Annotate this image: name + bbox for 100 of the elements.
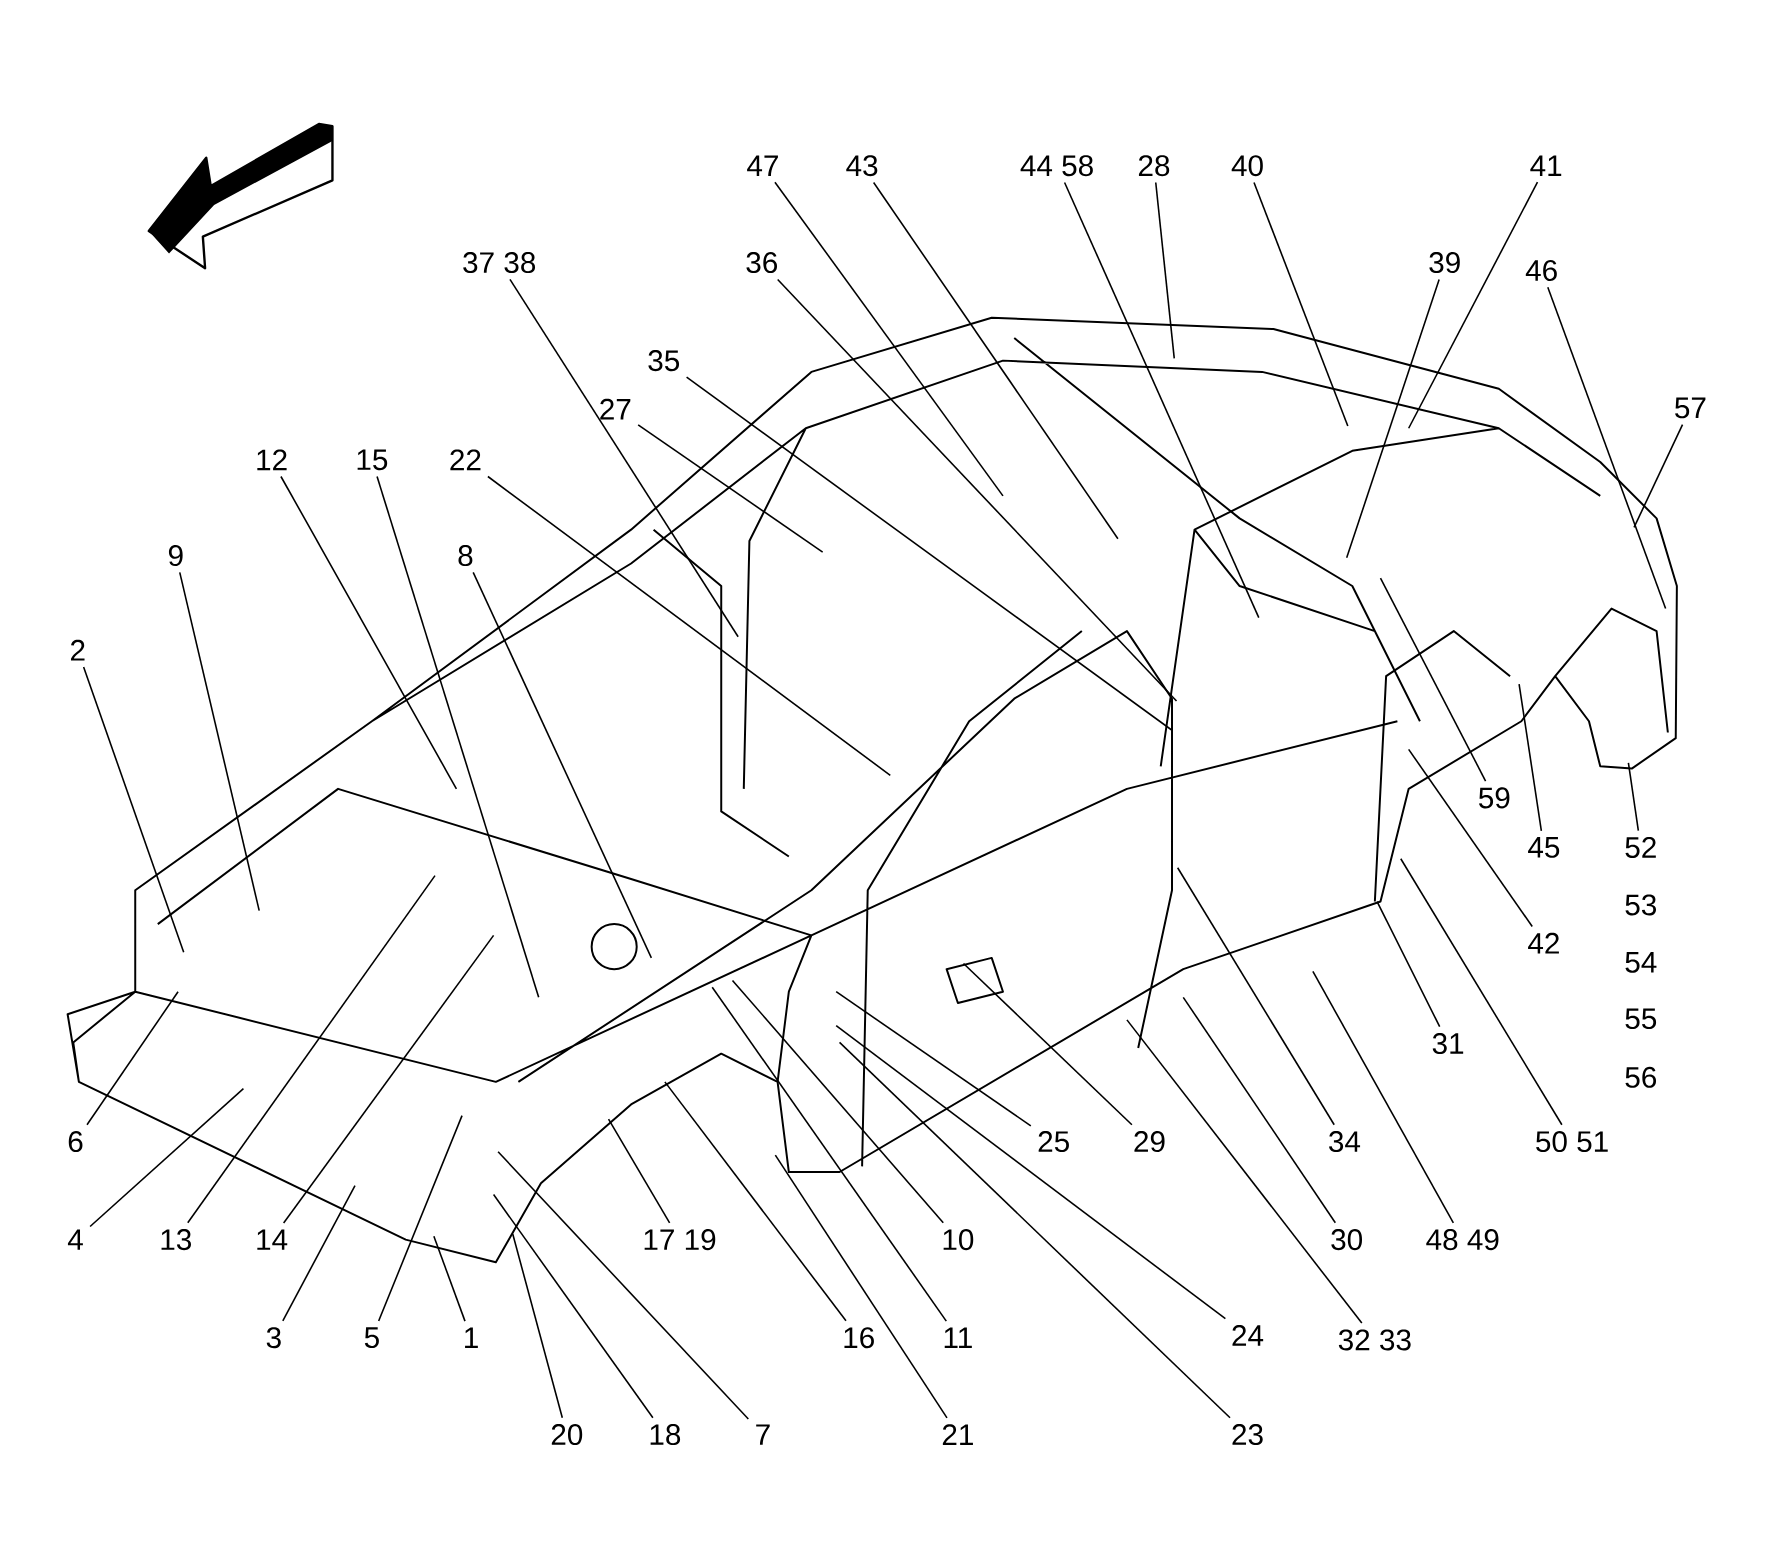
leader-line — [509, 278, 739, 638]
leader-line — [282, 934, 495, 1224]
leader-line — [376, 475, 540, 998]
leader-line — [1376, 900, 1441, 1028]
leader-line — [711, 986, 948, 1322]
callout-number: 37 38 — [463, 251, 536, 273]
callout-number: 8 — [458, 544, 473, 566]
leader-line — [433, 1235, 466, 1322]
leader-line — [962, 962, 1133, 1126]
callout-number: 18 — [650, 1423, 681, 1445]
callout-number: 14 — [257, 1229, 288, 1250]
callout-number: 41 — [1530, 155, 1562, 176]
callout-number: 45 — [1528, 836, 1560, 858]
callout-number: 12 — [257, 449, 287, 470]
callout-number: 6 — [68, 1130, 83, 1152]
callout-number: 29 — [1134, 1130, 1165, 1152]
leader-line — [1182, 996, 1337, 1224]
callout-number: 40 — [1231, 154, 1263, 176]
callout-number: 15 — [357, 449, 388, 470]
leader-line — [1126, 1018, 1363, 1324]
leader-line — [1627, 761, 1640, 832]
callout-number: 27 — [600, 398, 631, 420]
leader-line — [282, 1184, 356, 1322]
leader-line — [774, 1154, 948, 1419]
callout-number: 13 — [161, 1228, 191, 1250]
callout-number: 52 — [1625, 836, 1656, 858]
leader-line — [835, 1024, 1227, 1320]
callout-number: 22 — [450, 449, 481, 470]
leader-line — [664, 1080, 847, 1322]
leader-line — [1633, 423, 1684, 528]
callout-number: 7 — [756, 1424, 770, 1445]
leader-line — [774, 181, 1004, 497]
callout-number: 4 — [67, 1229, 83, 1250]
leader-line — [1379, 577, 1487, 782]
leader-line — [1345, 278, 1440, 559]
leader-line — [1312, 970, 1455, 1224]
leader-line — [497, 1150, 750, 1420]
callout-number: 44 58 — [1020, 154, 1093, 176]
callout-number: 31 — [1432, 1032, 1464, 1054]
leader-line — [377, 1114, 463, 1322]
leader-line — [1154, 181, 1176, 359]
callout-number: 11 — [944, 1327, 972, 1348]
callout-number: 20 — [551, 1423, 583, 1445]
callout-number: 21 — [942, 1424, 973, 1445]
callout-number: 2 — [71, 639, 85, 661]
leader-line — [511, 1233, 564, 1419]
callout-number: 35 — [648, 349, 680, 371]
callout-number: 56 — [1625, 1066, 1656, 1088]
callout-number: 34 — [1329, 1130, 1361, 1152]
leader-line — [472, 571, 653, 959]
callout-number: 48 49 — [1426, 1228, 1499, 1250]
leader-line — [607, 1118, 671, 1224]
leader-line — [280, 475, 458, 790]
leader-line — [1407, 181, 1539, 429]
leader-line — [637, 423, 824, 553]
callout-number: 3 — [266, 1326, 281, 1348]
callout-number: 28 — [1138, 154, 1170, 176]
leader-line — [178, 571, 260, 912]
callout-number: 23 — [1232, 1423, 1263, 1445]
callout-number: 53 — [1625, 894, 1656, 916]
callout-number: 16 — [844, 1326, 874, 1348]
callout-number: 54 — [1625, 951, 1657, 973]
callout-number: 25 — [1038, 1130, 1069, 1152]
leader-line — [89, 1087, 245, 1228]
callout-number: 24 — [1232, 1324, 1264, 1346]
leader-line — [776, 278, 1178, 702]
callout-number: 36 — [746, 251, 777, 273]
leader-line — [838, 1041, 1231, 1419]
leader-line — [487, 475, 892, 776]
callout-number: 43 — [846, 154, 878, 176]
callout-number: 57 — [1675, 397, 1706, 419]
callout-number: 55 — [1625, 1008, 1657, 1029]
callout-number: 46 — [1525, 259, 1557, 281]
leader-line — [1253, 181, 1349, 427]
leader-line — [82, 666, 185, 953]
leader-line — [685, 376, 1173, 731]
leader-line — [1063, 181, 1260, 619]
leader-line — [1547, 286, 1667, 610]
callout-number: 9 — [168, 544, 183, 566]
callout-number: 32 33 — [1338, 1329, 1411, 1351]
callout-number: 47 — [747, 155, 778, 176]
leader-line — [1400, 857, 1563, 1126]
callout-number: 5 — [364, 1327, 379, 1348]
leader-line — [1176, 866, 1335, 1126]
callout-number: 1 — [465, 1327, 478, 1348]
callout-number: 17 19 — [644, 1228, 716, 1250]
callout-number: 10 — [943, 1228, 974, 1250]
leader-line — [731, 979, 945, 1224]
callout-number: 39 — [1429, 251, 1460, 273]
leader-line — [1518, 683, 1543, 832]
leader-line — [492, 1193, 654, 1419]
callout-number: 42 — [1528, 932, 1559, 954]
callout-number: 30 — [1331, 1228, 1362, 1250]
callout-number: 59 — [1478, 787, 1510, 809]
leader-line — [835, 990, 1032, 1127]
leader-line — [86, 990, 179, 1126]
leader-line — [872, 181, 1119, 540]
leader-line — [1407, 748, 1534, 928]
leader-line — [187, 874, 436, 1224]
callout-number: 50 51 — [1536, 1130, 1608, 1152]
